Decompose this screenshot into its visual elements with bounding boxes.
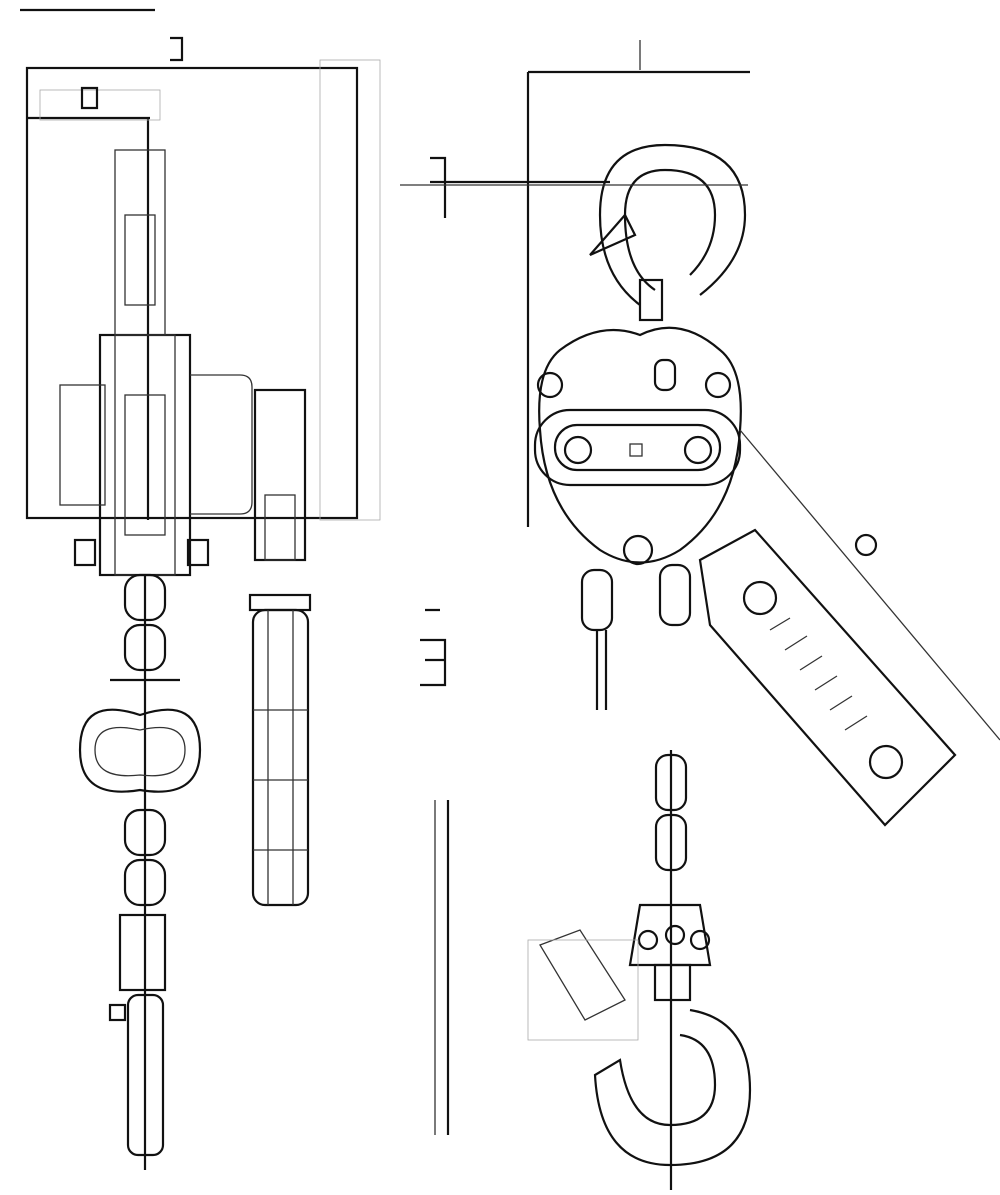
lever-handle: [698, 429, 1000, 827]
front-view: [400, 40, 1000, 1190]
top-hook: [400, 143, 748, 322]
bottom-hook: [527, 750, 752, 1190]
lever-handle-side: [248, 388, 312, 907]
side-view: [20, 8, 381, 1170]
detail-parts: [420, 156, 610, 1135]
load-chain: [123, 573, 167, 1170]
